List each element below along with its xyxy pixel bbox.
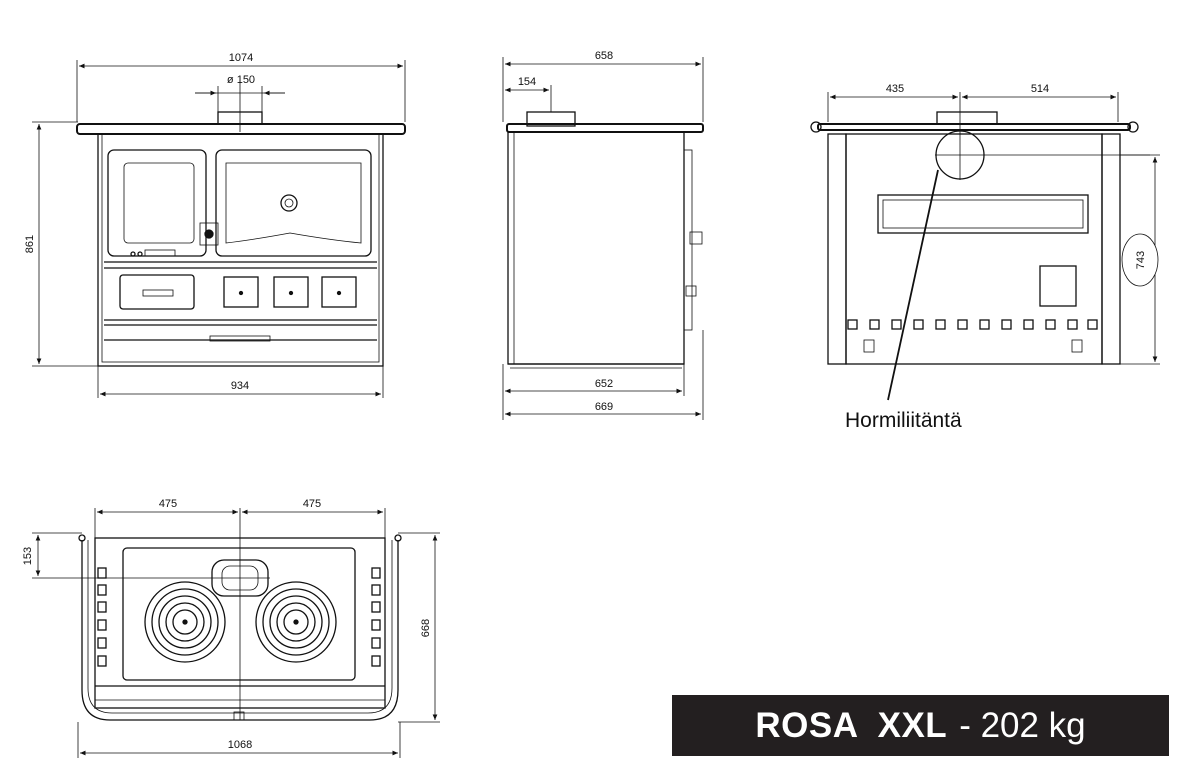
rear-left-offset-label: 435 [886,83,904,95]
front-view: 1074 ø 150 861 [24,52,406,398]
front-height-label: 861 [24,235,36,253]
front-bottom-width-label: 934 [231,380,249,392]
side-view: 658 154 652 669 [502,50,704,420]
top-width-label: 1068 [228,739,252,751]
side-flue-offset-label: 154 [518,76,536,88]
top-right-half-label: 475 [303,498,321,510]
top-flue-offset-label: 153 [22,547,34,565]
side-top-depth-label: 658 [595,50,613,62]
top-view: 475 475 153 [22,498,440,758]
flue-connection-callout: Hormiliitäntä [845,409,962,432]
model-banner: ROSA XXL - 202 kg [672,695,1169,756]
front-flue-diameter-label: ø 150 [227,74,255,86]
top-depth-label: 668 [420,619,432,637]
rear-right-offset-label: 514 [1031,83,1049,95]
model-name: ROSA XXL [755,705,948,745]
side-total-depth-label: 669 [595,401,613,413]
top-left-half-label: 475 [159,498,177,510]
rear-flue-height-label: 743 [1135,251,1147,269]
front-top-width-label: 1074 [229,52,253,64]
side-body-depth-label: 652 [595,378,613,390]
rear-view: 435 514 [810,83,1160,432]
model-weight: - 202 kg [959,705,1086,745]
